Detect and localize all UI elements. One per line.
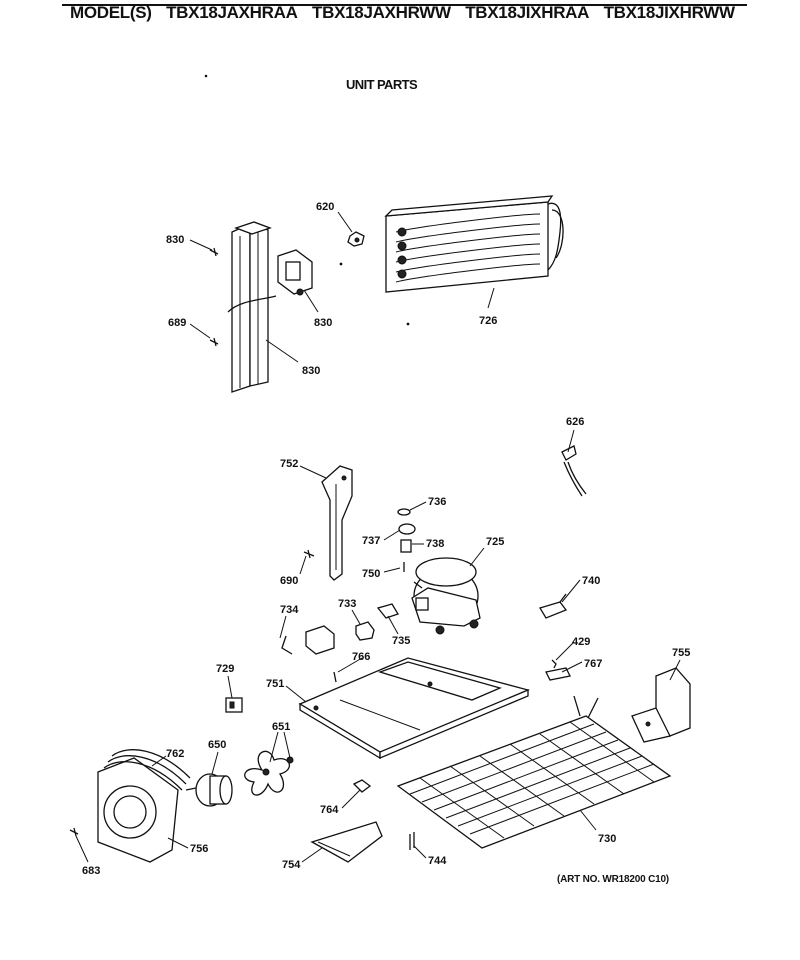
callout-626: 626 [566,416,584,428]
screw-drawing [69,827,79,837]
callout-650: 650 [208,739,226,751]
clip-drawing [352,779,372,793]
callout-767: 767 [584,658,602,670]
model-prefix: MODEL(S) [70,3,152,22]
callout-754: 754 [282,859,301,871]
callout-744: 744 [428,855,447,867]
channel-bracket-drawing [227,221,277,393]
capacitor-bracket-drawing [539,593,568,619]
callout-429: 429 [572,636,590,648]
header-rule [62,4,747,6]
compressor-drawing [411,557,481,635]
callout-labels: 830 620 689 830 830 726 626 752 736 737 … [82,201,690,877]
callout-740: 740 [582,575,600,587]
model-header: MODEL(S) TBX18JAXHRAA TBX18JAXHRWW TBX18… [70,3,745,23]
callout-733: 733 [338,598,356,610]
callout-762: 762 [166,748,184,760]
terminal-block-drawing [225,697,243,713]
fan-shroud-drawing [97,749,191,863]
screw-drawing [303,549,315,559]
callout-651: 651 [272,721,290,733]
fan-motor-drawing [185,773,233,807]
callout-751: 751 [266,678,284,690]
callout-735: 735 [392,635,410,647]
callout-725: 725 [486,536,504,548]
fan-blade-drawing [244,750,294,796]
angle-bracket-drawing [631,667,691,743]
screw-drawing [333,671,337,683]
mounting-bracket-drawing [277,249,313,296]
compressor-bracket-drawing [321,465,353,581]
relay-overload-drawing [281,603,399,655]
leader-lines [75,211,681,863]
callout-830: 830 [314,317,332,329]
callout-683: 683 [82,865,100,877]
power-cord-drawing [561,445,587,497]
callout-689: 689 [168,317,186,329]
callout-737: 737 [362,535,380,547]
callout-726: 726 [479,315,497,327]
clip-drawing [347,231,365,247]
tube-drawing [409,832,415,850]
scan-specks [204,74,410,326]
base-pan-drawing [298,657,530,760]
drain-tray-drawing [310,821,383,863]
screw-drawing [209,247,219,347]
callout-830: 830 [302,365,320,377]
callout-690: 690 [280,575,298,587]
callout-764: 764 [320,804,339,816]
callout-766: 766 [352,651,370,663]
model-number: TBX18JAXHRAA [166,3,298,22]
callout-729: 729 [216,663,234,675]
callout-734: 734 [280,604,299,616]
grommet-drawing [397,508,416,572]
callout-756: 756 [190,843,208,855]
model-number: TBX18JIXHRAA [465,3,590,22]
diagram-title: UNIT PARTS [346,77,418,92]
callout-736: 736 [428,496,446,508]
condenser-grid-drawing [396,695,672,849]
callout-738: 738 [426,538,444,550]
art-number: (ART NO. WR18200 C10) [557,874,669,885]
callout-750: 750 [362,568,380,580]
condenser-coil-drawing [384,195,564,293]
model-number: TBX18JIXHRWW [603,3,735,22]
callout-730: 730 [598,833,616,845]
model-number: TBX18JAXHRWW [312,3,451,22]
callout-830: 830 [166,234,184,246]
callout-755: 755 [672,647,690,659]
callout-752: 752 [280,458,298,470]
callout-620: 620 [316,201,334,213]
